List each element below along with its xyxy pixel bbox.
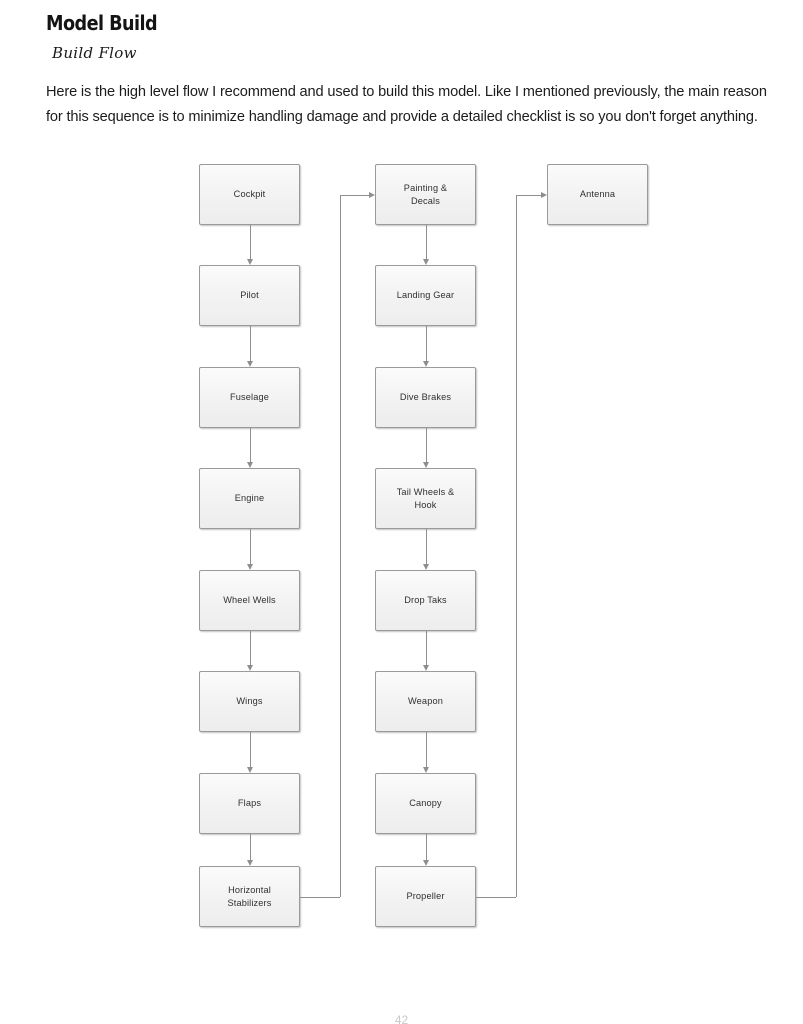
connector-segment — [425, 326, 427, 362]
flow-node-wheel-wells[interactable]: Wheel Wells — [199, 570, 300, 631]
arrowhead-right-icon — [541, 191, 547, 198]
connector-segment — [516, 194, 542, 196]
flow-node-wings[interactable]: Wings — [199, 671, 300, 732]
flow-node-label: Painting & Decals — [403, 183, 448, 206]
arrowhead-right-icon — [369, 191, 375, 198]
connector-segment — [516, 194, 517, 897]
flow-node-landing-gear[interactable]: Landing Gear — [375, 265, 476, 326]
connector-segment — [249, 225, 251, 260]
connector-segment — [340, 194, 341, 897]
connector-segment — [249, 834, 251, 861]
connector-segment — [425, 529, 427, 565]
flow-node-label: Antenna — [579, 189, 616, 200]
flow-node-cockpit[interactable]: Cockpit — [199, 164, 300, 225]
flow-node-label: Weapon — [408, 696, 443, 707]
flow-node-dive-brakes[interactable]: Dive Brakes — [375, 367, 476, 428]
arrowhead-down-icon — [246, 860, 253, 866]
flow-node-tail-wheels-and-hook[interactable]: Tail Wheels & Hook — [375, 468, 476, 529]
page-title: Model Build — [46, 11, 158, 35]
arrowhead-down-icon — [246, 665, 253, 671]
arrowhead-down-icon — [422, 564, 429, 570]
flow-node-label: Engine — [234, 493, 265, 504]
flow-node-label: Propeller — [406, 891, 445, 902]
flow-node-label: Wheel Wells — [223, 595, 276, 606]
connector-segment — [249, 529, 251, 565]
flow-node-label: Canopy — [409, 798, 442, 809]
connector-segment — [249, 428, 251, 463]
connector-segment — [249, 732, 251, 768]
arrowhead-down-icon — [246, 767, 253, 773]
arrowhead-down-icon — [246, 259, 253, 265]
page-number: 42 — [394, 1013, 409, 1024]
flow-node-horizontal-stabilizers[interactable]: Horizontal Stabilizers — [199, 866, 300, 927]
connector-segment — [425, 225, 427, 260]
flow-node-label: Flaps — [237, 798, 262, 809]
connector-segment — [249, 631, 251, 666]
flow-node-weapon[interactable]: Weapon — [375, 671, 476, 732]
flow-node-painting-and-decals[interactable]: Painting & Decals — [375, 164, 476, 225]
connector-segment — [425, 834, 427, 861]
arrowhead-down-icon — [422, 767, 429, 773]
flow-node-flaps[interactable]: Flaps — [199, 773, 300, 834]
arrowhead-down-icon — [246, 564, 253, 570]
arrowhead-down-icon — [422, 462, 429, 468]
flow-node-label: Pilot — [240, 290, 259, 301]
arrowhead-down-icon — [422, 860, 429, 866]
flow-node-propeller[interactable]: Propeller — [375, 866, 476, 927]
flow-node-engine[interactable]: Engine — [199, 468, 300, 529]
flow-node-drop-taks[interactable]: Drop Taks — [375, 570, 476, 631]
flow-node-label: Fuselage — [230, 392, 269, 403]
connector-segment — [425, 428, 427, 463]
flow-node-label: Horizontal Stabilizers — [227, 885, 272, 908]
intro-paragraph: Here is the high level flow I recommend … — [46, 84, 767, 125]
flow-node-label: Landing Gear — [396, 290, 455, 301]
arrowhead-down-icon — [422, 259, 429, 265]
connector-segment — [425, 732, 427, 768]
section-title: Build Flow — [52, 44, 137, 62]
flow-node-fuselage[interactable]: Fuselage — [199, 367, 300, 428]
connector-segment — [249, 326, 251, 362]
arrowhead-down-icon — [422, 665, 429, 671]
arrowhead-down-icon — [422, 361, 429, 367]
flow-node-label: Drop Taks — [404, 595, 447, 606]
flow-node-label: Cockpit — [233, 189, 266, 200]
flow-node-antenna[interactable]: Antenna — [547, 164, 648, 225]
connector-segment — [425, 631, 427, 666]
connector-segment — [300, 896, 340, 898]
connector-segment — [476, 896, 516, 898]
flow-node-pilot[interactable]: Pilot — [199, 265, 300, 326]
flow-node-canopy[interactable]: Canopy — [375, 773, 476, 834]
connector-segment — [340, 194, 370, 196]
arrowhead-down-icon — [246, 462, 253, 468]
flow-node-label: Dive Brakes — [399, 392, 452, 403]
arrowhead-down-icon — [246, 361, 253, 367]
flow-node-label: Wings — [236, 696, 263, 707]
flow-node-label: Tail Wheels & Hook — [396, 487, 455, 510]
